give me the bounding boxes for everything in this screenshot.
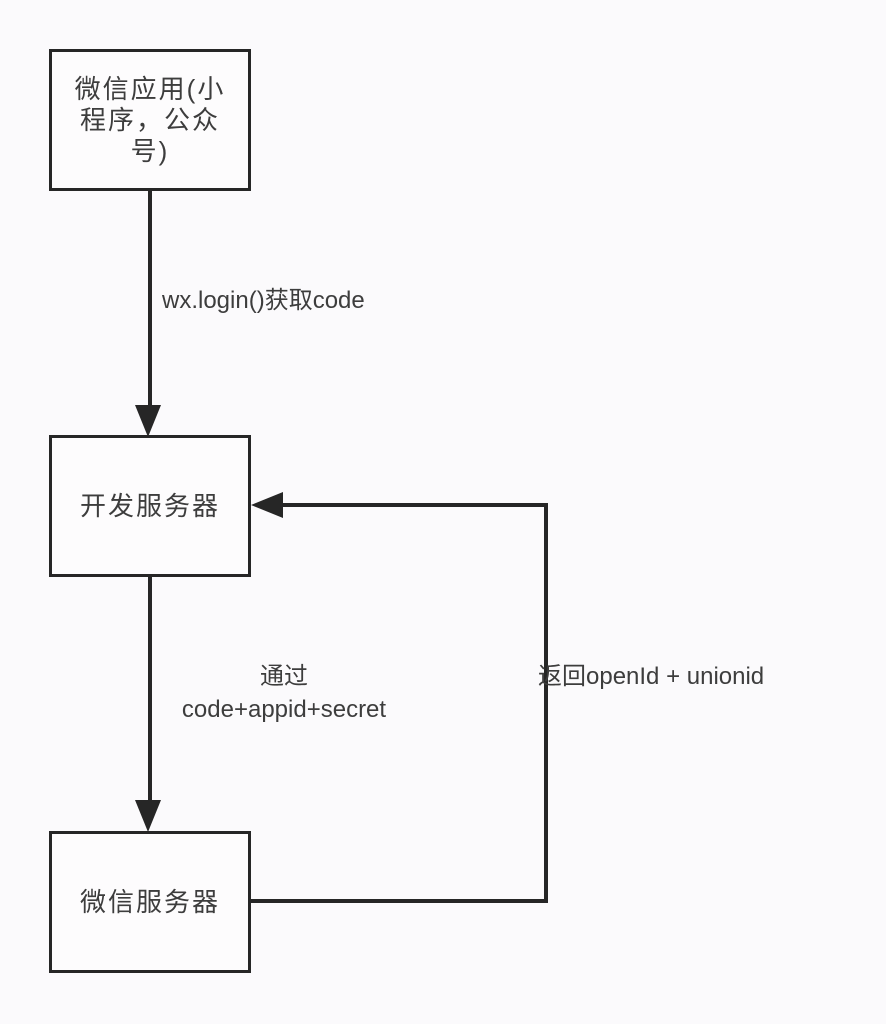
label-line: 程序，公众	[79, 104, 220, 135]
edge-login-arrowhead-icon	[135, 405, 161, 437]
label-line: 号)	[130, 135, 170, 166]
edge-request-line	[148, 577, 152, 803]
edge-login-line	[148, 191, 152, 407]
edge-request-arrowhead-icon	[135, 800, 161, 832]
label-line: 微信应用(小	[74, 73, 226, 104]
node-wechat-server-label: 微信服务器	[79, 886, 220, 917]
edge-login-label: wx.login()获取code	[162, 287, 365, 314]
node-dev-server-label: 开发服务器	[79, 490, 220, 521]
node-dev-server: 开发服务器	[49, 435, 251, 577]
edge-request-label: 通过 code+appid+secret	[158, 660, 410, 726]
label-line: 通过	[260, 663, 308, 690]
label-line: code+appid+secret	[181, 696, 387, 723]
edge-response-line-bottom	[251, 899, 548, 903]
edge-response-arrowhead-icon	[251, 492, 283, 518]
edge-response-line-vertical	[544, 503, 548, 903]
edge-response-line-top	[281, 503, 548, 507]
edge-response-label: 返回openId + unionid	[538, 663, 765, 690]
node-wechat-app-label: 微信应用(小 程序，公众 号)	[75, 74, 226, 167]
node-wechat-app: 微信应用(小 程序，公众 号)	[49, 49, 251, 191]
node-wechat-server: 微信服务器	[49, 831, 251, 973]
